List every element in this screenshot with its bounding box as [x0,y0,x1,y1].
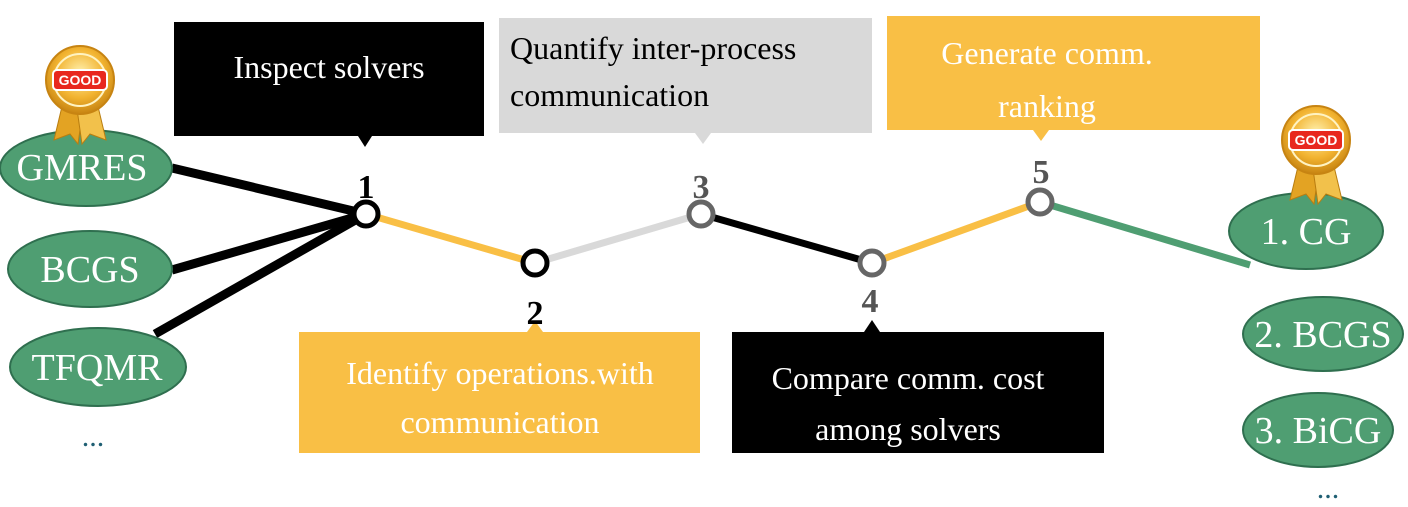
pipeline-node-5 [1025,187,1055,217]
output-more-ellipsis: ... [1317,472,1340,505]
step-3-text-line-2: communication [510,77,709,113]
svg-text:2. BCGS: 2. BCGS [1254,314,1391,356]
step-3-number: 3 [693,169,710,206]
step-2-text-line-2: communication [400,404,599,440]
step-2-number: 2 [527,295,544,332]
output-rank-3: 3. BiCG [1242,392,1394,468]
good-badge-right-text: GOOD [1295,132,1338,148]
input-solver-tfqmr: TFQMR [9,327,187,407]
step-2-callout: Identify operations.with communication [299,321,700,453]
svg-text:TFQMR: TFQMR [32,347,164,389]
edge-tfqmr-node1 [152,210,369,338]
step-1-number: 1 [358,169,375,206]
edge-2-3 [534,210,702,267]
step-5-text-line-1: Generate comm. [941,35,1152,71]
pipeline-node-1 [351,199,381,229]
step-5-text-line-2: ranking [998,88,1096,124]
good-badge-right: GOOD [1281,105,1351,206]
svg-text:BCGS: BCGS [40,249,139,291]
pipeline-node-3 [686,199,716,229]
step-4-callout: Compare comm. cost among solvers [732,320,1104,453]
pipeline-node-4 [857,248,887,278]
step-1-text: Inspect solvers [233,49,424,85]
svg-text:3. BiCG: 3. BiCG [1255,410,1382,452]
step-3-text-line-1: Quantify inter-process [510,30,796,66]
svg-text:GMRES: GMRES [17,147,148,189]
edge-gmres-node1 [170,163,368,219]
pipeline-node-2 [520,248,550,278]
input-more-ellipsis: ... [82,420,105,453]
edge-3-4 [700,210,873,267]
output-rank-1: 1. CG [1228,192,1384,270]
input-solver-gmres: GMRES [0,129,173,207]
step-1-callout: Inspect solvers [174,22,484,147]
step-2-text-line-1: Identify operations.with [346,355,653,391]
good-badge-left: GOOD [45,45,115,146]
step-5-number: 5 [1033,154,1050,191]
step-4-text-line-1: Compare comm. cost [772,360,1045,396]
edge-bcgs-node1 [170,209,368,275]
output-rank-2: 2. BCGS [1242,296,1404,372]
edge-5-output [1038,198,1252,269]
good-badge-left-text: GOOD [59,72,102,88]
edge-4-5 [870,198,1042,267]
input-solver-bcgs: BCGS [7,230,173,308]
step-4-number: 4 [862,283,879,320]
edge-1-2 [365,210,536,267]
step-5-callout: Generate comm. ranking [887,16,1260,141]
step-4-text-line-2: among solvers [815,411,1001,447]
step-3-callout: Quantify inter-process communication [499,18,872,144]
svg-text:1. CG: 1. CG [1261,211,1352,253]
